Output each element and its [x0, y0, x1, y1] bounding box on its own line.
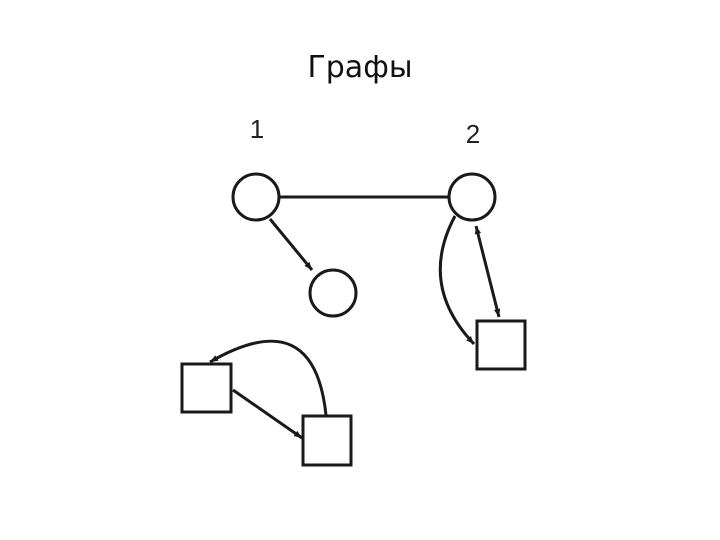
square-node	[180, 362, 233, 414]
square-node	[475, 319, 527, 371]
circle-node	[447, 172, 497, 222]
graph-label-2: 2	[466, 119, 480, 149]
slide-title: Графы	[307, 50, 413, 85]
edge-directed-circle-to-circle	[268, 218, 314, 271]
edge-directed-square-to-square	[232, 388, 303, 440]
circle-node	[308, 268, 358, 318]
edge-bidirectional	[474, 225, 501, 318]
edge-curved-square-loop	[209, 339, 328, 416]
edge-curved-to-square	[438, 215, 476, 346]
graph-label-1: 1	[250, 114, 264, 144]
square-node	[301, 414, 353, 467]
circle-node	[231, 172, 281, 222]
